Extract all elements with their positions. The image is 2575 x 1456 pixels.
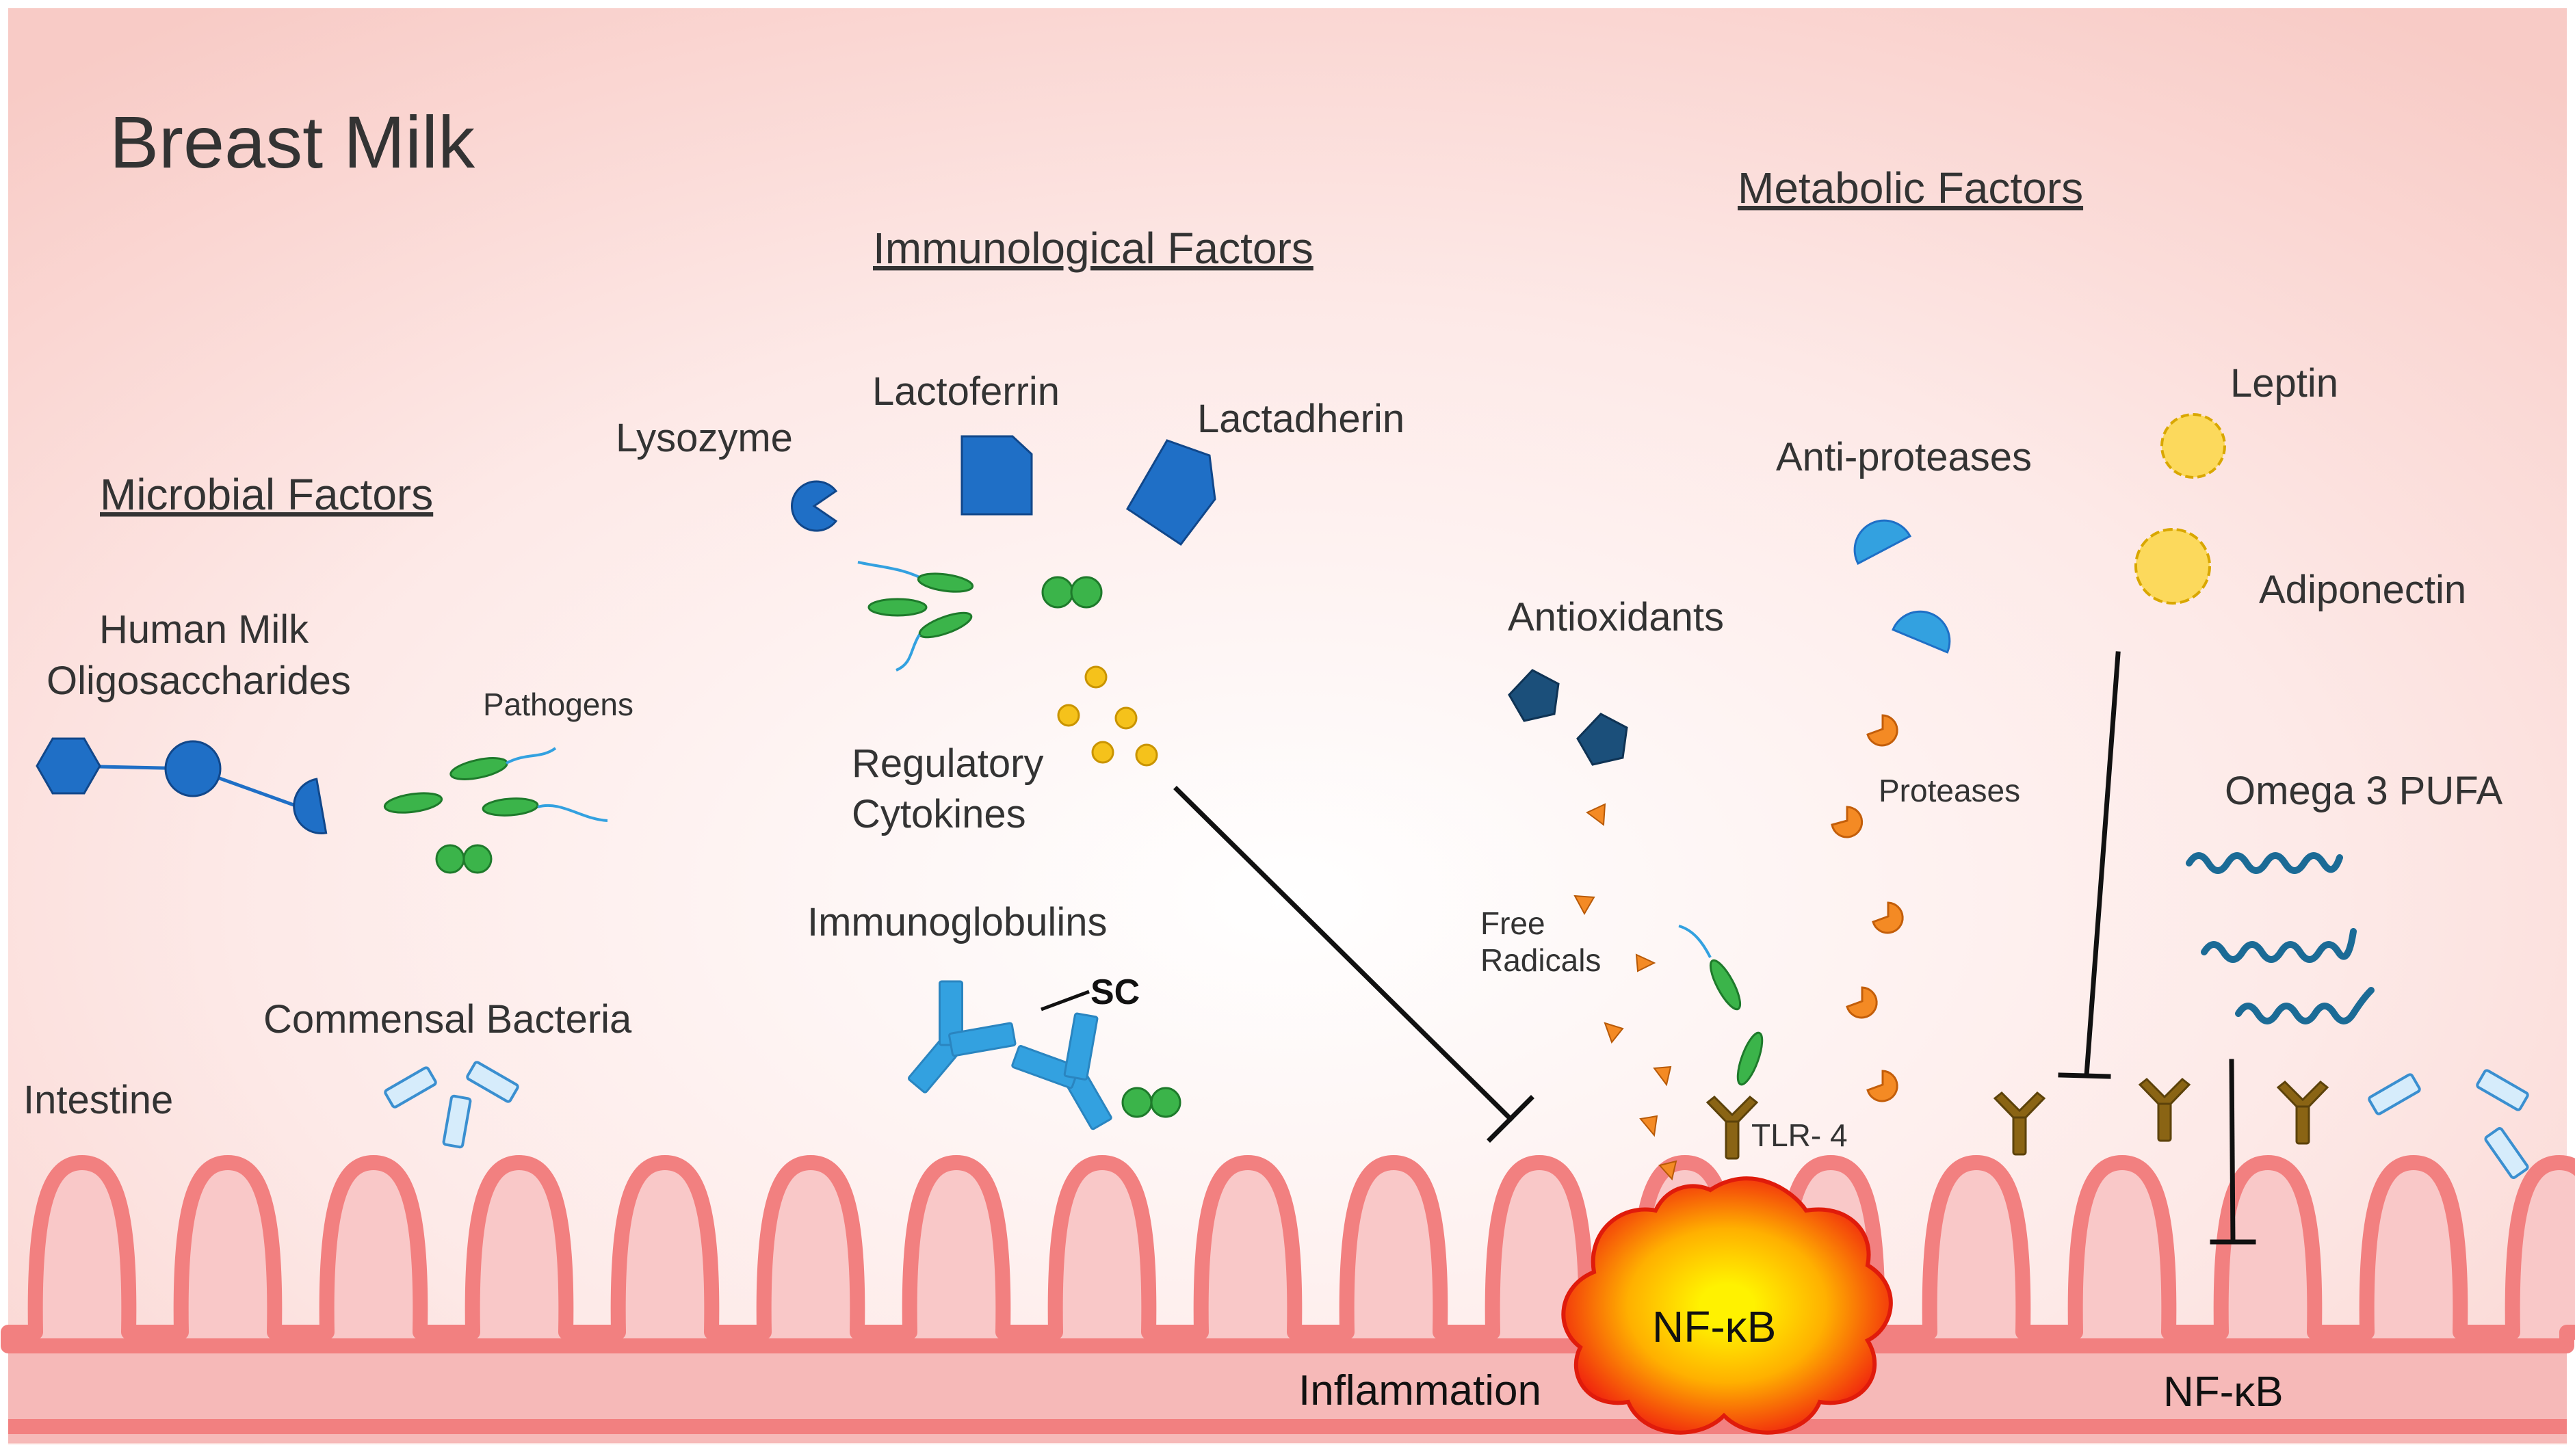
label-cytokines-line2: Cytokines [852, 792, 1026, 836]
label-commensal-bacteria: Commensal Bacteria [263, 997, 632, 1042]
label-nfkb-burst: NF-κB [1652, 1302, 1776, 1351]
label-omega3-pufa: Omega 3 PUFA [2225, 769, 2502, 813]
sc-pointer-line [1041, 990, 1090, 1011]
antioxidants-icon [1508, 669, 1628, 766]
lysozyme-icon [791, 480, 838, 532]
half-circle-sugar-icon [293, 778, 328, 834]
intestinal-villi [1, 1155, 2575, 1353]
label-nfkb-right: NF-κB [2163, 1368, 2284, 1416]
label-anti-proteases: Anti-proteases [1776, 435, 2032, 479]
label-lysozyme: Lysozyme [616, 416, 793, 460]
bacteria-near-tlr4-icon [1678, 925, 1764, 1086]
label-proteases: Proteases [1879, 773, 2020, 808]
intestine-base-stripe [8, 1419, 2567, 1434]
free-radicals-icon [1573, 803, 1677, 1181]
leptin-icon [2160, 413, 2226, 479]
label-lactoferrin: Lactoferrin [872, 369, 1060, 414]
omega3-inhibition-arrow [2210, 1059, 2256, 1245]
label-intestine: Intestine [23, 1078, 173, 1122]
immunoglobulin-bound-bacteria-icon [1121, 1087, 1181, 1118]
circle-sugar-icon [164, 740, 222, 797]
label-cytokines-line1: Regulatory [852, 741, 1043, 786]
omega3-pufa-icon [2186, 852, 2375, 1024]
label-antioxidants: Antioxidants [1508, 595, 1724, 639]
label-pathogens: Pathogens [483, 687, 633, 722]
label-free-radicals-line1: Free [1480, 905, 1545, 941]
cytokine-inhibition-arrow [1173, 786, 1534, 1143]
adiponectin-icon [2134, 528, 2211, 605]
title: Breast Milk [109, 101, 475, 183]
proteases-icon [1831, 714, 1904, 1102]
label-free-radicals-line2: Radicals [1480, 942, 1601, 978]
label-immunoglobulins: Immunoglobulins [807, 900, 1107, 944]
nfkb-burst-icon [1561, 1176, 1893, 1435]
regulatory-cytokines-icon [1057, 665, 1158, 767]
label-hmo-line2: Oligosaccharides [47, 659, 351, 703]
hmo-molecule-icon [36, 737, 328, 834]
header-metabolic-factors: Metabolic Factors [1738, 163, 2083, 213]
lactadherin-icon [1125, 439, 1216, 546]
label-leptin: Leptin [2230, 361, 2338, 406]
adipokine-inhibition-arrow [2058, 651, 2121, 1079]
label-inflammation: Inflammation [1298, 1367, 1541, 1414]
header-immunological-factors: Immunological Factors [873, 224, 1313, 273]
label-lactadherin: Lactadherin [1197, 397, 1404, 441]
header-microbial-factors: Microbial Factors [100, 470, 433, 519]
bacteria-bound-icon [857, 561, 1103, 672]
pathogens-icon [383, 747, 608, 874]
label-tlr4: TLR- 4 [1751, 1117, 1848, 1153]
anti-proteases-icon [1853, 519, 1951, 654]
label-adiponectin: Adiponectin [2259, 568, 2466, 612]
lactoferrin-icon [960, 435, 1033, 516]
label-sc: SC [1090, 972, 1140, 1012]
hexagon-sugar-icon [36, 737, 101, 795]
label-hmo-line1: Human Milk [99, 607, 309, 652]
